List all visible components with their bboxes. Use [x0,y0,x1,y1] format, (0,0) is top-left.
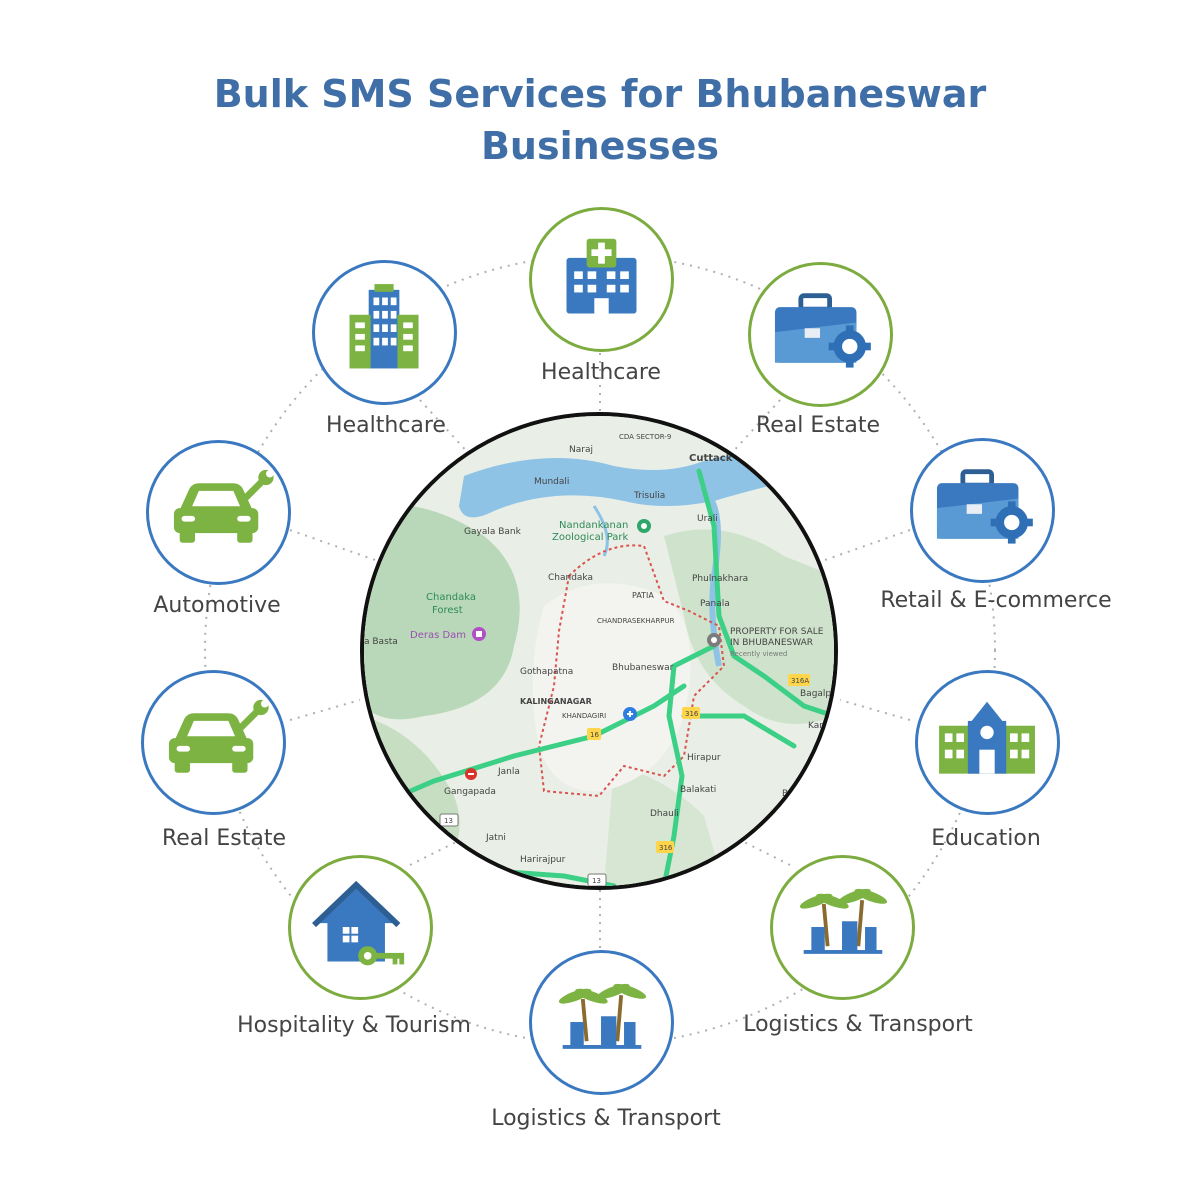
node-label-healthcare-top: Healthcare [541,360,661,385]
map-label-kan: Kan [808,721,825,731]
map-label-harirajpur: Harirajpur [520,855,566,865]
map-label-athapur: athapur [364,483,400,493]
map-label-urali: Urali [697,514,718,524]
node-healthcare-left [312,260,457,405]
map-label-chandrasekharpur: CHANDRASEKHARPUR [597,617,675,625]
briefcase-gear-icon [936,469,1033,544]
map-label-panala: Panala [700,599,730,609]
map-label-chandaka-forest-1: Chandaka [426,592,476,603]
map-label-dhauli: Dhauli [650,809,679,819]
map-label-gayala-bank: Gayala Bank [464,527,522,537]
map-label-patia: PATIA [632,591,654,600]
hospital-icon [566,238,637,314]
map-label-phulnakhara: Phulnakhara [692,574,748,584]
node-real-estate-top [748,262,893,407]
map-label-cuttack: Cuttack [689,453,733,464]
map-graphic: 316A 316 16 13 13 316 Naraj CDA SECTOR-9… [364,416,834,886]
bhubaneswar-map[interactable]: 316A 316 16 13 13 316 Naraj CDA SECTOR-9… [360,412,838,890]
map-label-gothapatna: Gothapatna [520,667,573,677]
svg-text:316: 316 [659,844,673,852]
node-label-education: Education [931,826,1041,851]
map-label-jatni: Jatni [485,833,506,843]
map-label-bagalpu: Bagalpu [800,689,834,699]
map-label-bhubaneswar: Bhubaneswar [612,663,674,673]
node-healthcare-top [529,207,674,352]
palm-buildings-icon [558,983,647,1049]
page-title: Bulk SMS Services for Bhubaneswar Busine… [0,68,1200,172]
car-wrench-icon [168,699,269,773]
node-label-hospitality-tourism: Hospitality & Tourism [237,1013,471,1038]
node-label-automotive: Automotive [153,593,281,618]
map-label-property-1: PROPERTY FOR SALE [730,627,824,637]
map-label-janla: Janla [497,767,520,777]
map-label-balakati: Balakati [680,785,716,795]
title-line-2: Businesses [480,124,720,168]
map-label-mundali: Mundali [534,477,569,487]
map-label-hirapur: Hirapur [687,753,721,763]
map-label-khandagiri: KHANDAGIRI [562,712,606,720]
map-label-gangapada: Gangapada [444,787,496,797]
car-wrench-icon [173,469,274,543]
node-automotive [146,440,291,585]
map-label-cda-sector-9: CDA SECTOR-9 [619,433,671,441]
map-label-property-2: IN BHUBANESWAR [730,638,813,648]
title-line-1: Bulk SMS Services for Bhubaneswar [213,72,987,116]
briefcase-gear-icon [774,293,871,368]
node-logistics-transport-bottom [529,950,674,1095]
svg-text:316A: 316A [791,677,809,685]
node-retail-ecommerce [910,438,1055,583]
map-label-kalinganagar: KALINGANAGAR [520,697,592,706]
map-label-naraj: Naraj [569,445,593,455]
node-logistics-transport-right [770,855,915,1000]
school-building-icon [939,701,1035,774]
map-label-recently-viewed: Recently viewed [730,650,787,658]
map-label-basta: a Basta [364,637,398,647]
map-label-trisulia: Trisulia [633,491,665,501]
map-label-zoological-park: Zoological Park [552,532,629,543]
svg-text:13: 13 [592,877,601,885]
node-real-estate-left [141,670,286,815]
map-label-chandaka: Chandaka [548,573,593,583]
map-label-deras-dam: Deras Dam [410,630,466,641]
node-label-real-estate-left: Real Estate [161,826,287,851]
node-label-retail-ecommerce: Retail & E-commerce [880,588,1112,613]
svg-text:16: 16 [590,731,599,739]
map-label-chandaka-forest-2: Forest [432,605,463,616]
map-label-nandankanan: Nandankanan [559,520,628,531]
node-label-logistics-transport-right: Logistics & Transport [743,1012,973,1037]
svg-text:13: 13 [444,817,453,825]
node-label-logistics-transport-bottom: Logistics & Transport [491,1106,721,1131]
office-building-icon [349,284,419,369]
palm-buildings-icon [799,888,888,954]
svg-text:316: 316 [685,710,699,718]
house-key-icon [312,880,405,966]
node-education [915,670,1060,815]
map-label-ba: Ba [782,789,794,799]
